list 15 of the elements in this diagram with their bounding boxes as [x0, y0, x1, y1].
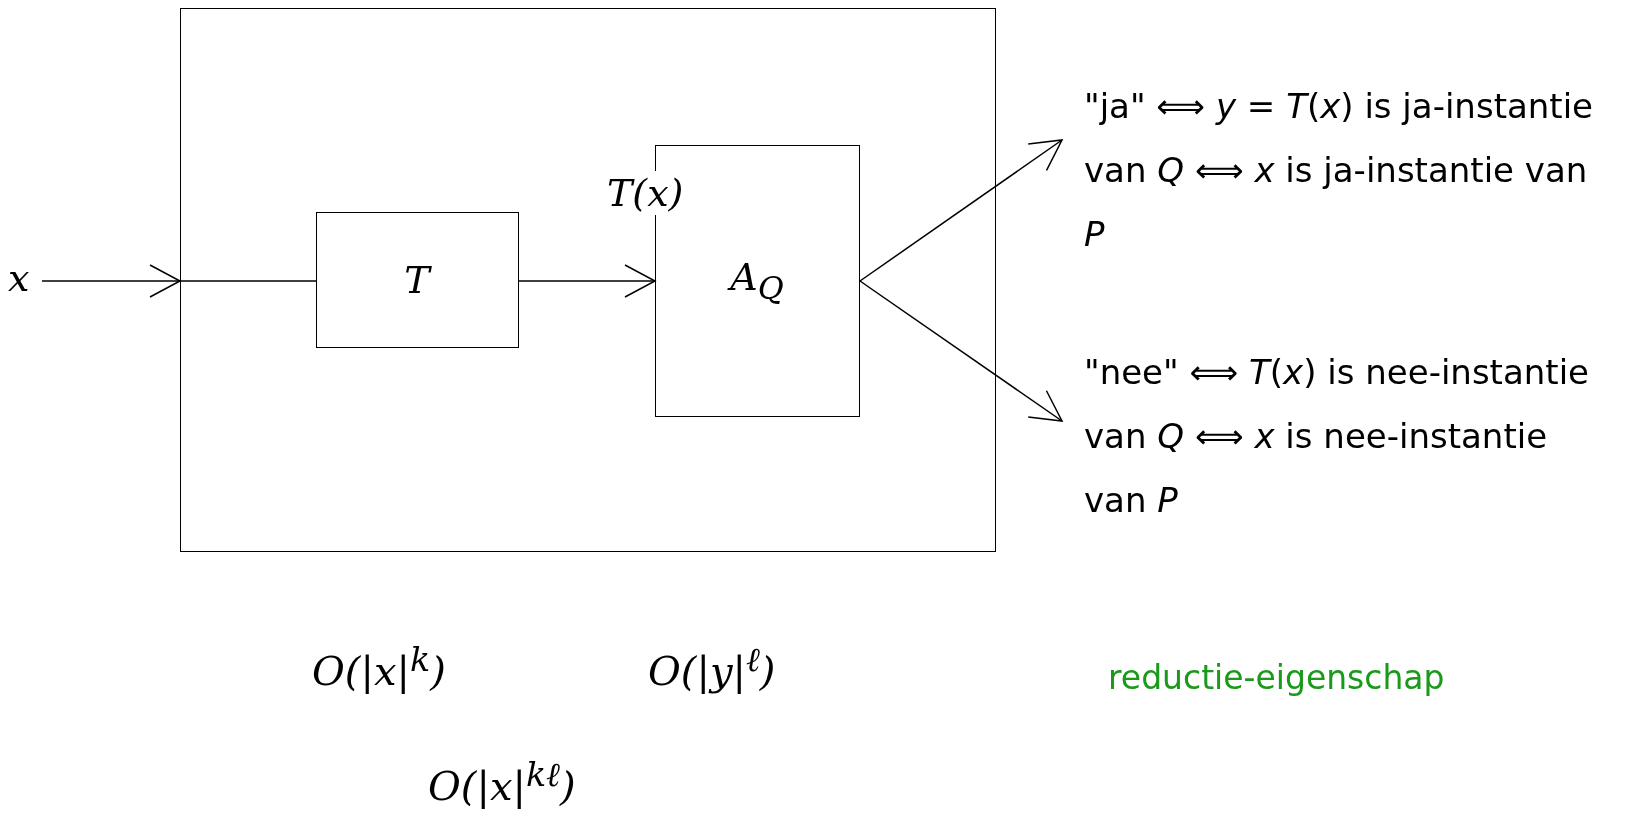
complexity-label: O(|y|$^{ℓ}$) [648, 640, 776, 695]
edge-label: T(x) [607, 171, 684, 215]
process-box [315, 211, 519, 348]
output-text: "nee" ⟺ T(x) is nee-instantie van Q ⟺ x is nee-instantie van P [1068, 340, 1598, 532]
arrow [41, 264, 181, 298]
arrow [859, 139, 1063, 282]
note-label: reductie-eigenschap [1108, 657, 1445, 699]
system-box [180, 8, 996, 552]
output-text: "ja" ⟺ y = T(x) is ja-instantie van Q ⟺ x is ja-instantie van P [1068, 74, 1598, 266]
arrow [859, 280, 1063, 422]
arrow [518, 264, 656, 298]
input-label: x [8, 256, 42, 306]
complexity-label: O(|x|$^{kℓ}$) [428, 755, 576, 810]
complexity-label: O(|x|$^{k}$) [312, 640, 446, 695]
box-label: T [404, 257, 430, 302]
